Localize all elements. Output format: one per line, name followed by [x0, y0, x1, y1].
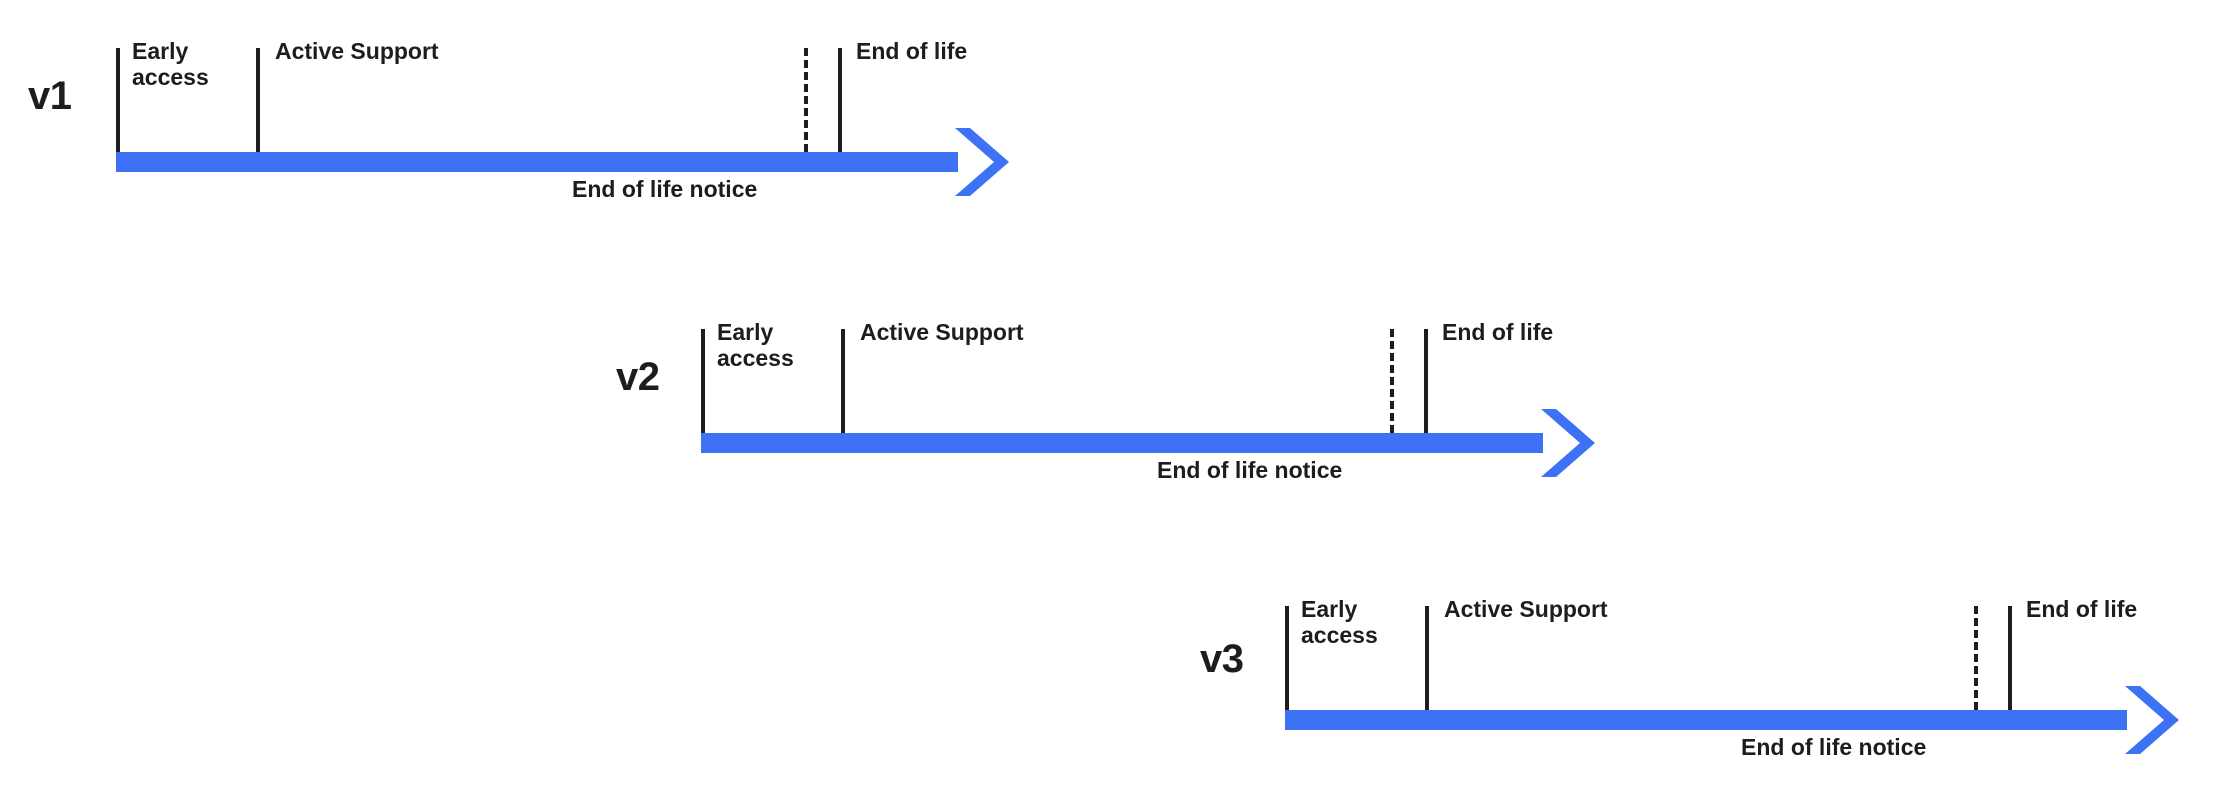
phase-divider-v3-4 [2008, 606, 2012, 710]
phase-label-v2-active-support: Active Support [860, 319, 1024, 345]
end-of-life-notice-label-v3: End of life notice [1741, 734, 1927, 760]
version-label-v2: v2 [616, 355, 660, 399]
phase-divider-v2-4 [1424, 329, 1428, 433]
phase-label-v1-active-support: Active Support [275, 38, 439, 64]
phase-divider-v3-2 [1425, 606, 1429, 710]
phase-divider-v3-1 [1285, 606, 1289, 710]
phase-label-v1-end-of-life: End of life [856, 38, 968, 64]
timeline-arrow-icon-v1 [950, 123, 1014, 206]
end-of-life-notice-label-v1: End of life notice [572, 176, 758, 202]
phase-divider-v2-1 [701, 329, 705, 433]
timeline-bar-v3 [1285, 710, 2127, 730]
end-of-life-notice-label-v2: End of life notice [1157, 457, 1343, 483]
phase-label-v1-early-access: Early access [132, 38, 209, 91]
timeline-arrow-icon-v3 [2120, 681, 2184, 764]
phase-divider-v1-2 [256, 48, 260, 152]
timeline-arrow-icon-v2 [1536, 404, 1600, 487]
phase-label-v2-early-access: Early access [717, 319, 794, 372]
phase-divider-v2-2 [841, 329, 845, 433]
version-label-v3: v3 [1200, 637, 1244, 681]
phase-label-v3-active-support: Active Support [1444, 596, 1608, 622]
phase-divider-v1-4 [838, 48, 842, 152]
version-label-v1: v1 [28, 74, 72, 118]
phase-divider-v1-3-dashed [804, 48, 808, 152]
phase-label-v3-early-access: Early access [1301, 596, 1378, 649]
phase-divider-v3-3-dashed [1974, 606, 1978, 710]
timeline-bar-v1 [116, 152, 958, 172]
phase-divider-v2-3-dashed [1390, 329, 1394, 433]
phase-divider-v1-1 [116, 48, 120, 152]
phase-label-v2-end-of-life: End of life [1442, 319, 1554, 345]
timeline-bar-v2 [701, 433, 1543, 453]
phase-label-v3-end-of-life: End of life [2026, 596, 2138, 622]
